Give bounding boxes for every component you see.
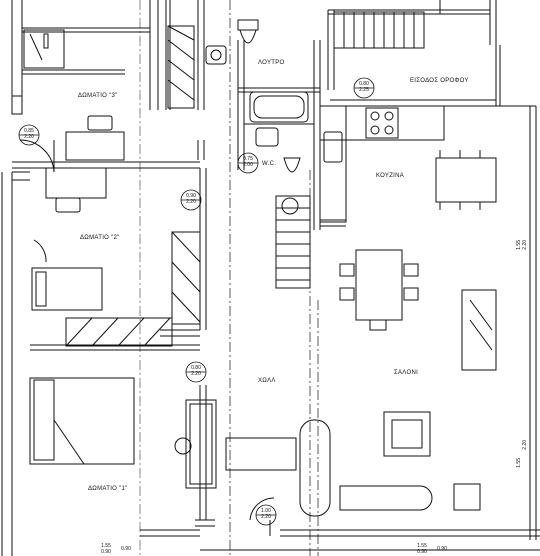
opening-tag-d1: 0.85 2.20: [19, 128, 39, 140]
hall-axis: [229, 0, 319, 556]
opening-tag-d3: 0.80 2.20: [186, 365, 206, 377]
window-height: 2.20: [522, 440, 528, 450]
wall-top-right: [328, 9, 490, 15]
toilet-wc: [283, 157, 301, 173]
wall-left-lower: [1, 172, 13, 556]
opening-width: 0.90: [186, 193, 196, 199]
desk-room2: [45, 167, 107, 199]
bottom-mark-left: 0.90: [121, 546, 131, 552]
wardrobe-room2-bottom: [65, 317, 173, 347]
window-width: 1.55: [417, 543, 427, 549]
bottom-mark-right: 0.90: [437, 546, 447, 552]
sofa-curve: [339, 485, 433, 511]
wall-room1-right: [199, 385, 207, 520]
window-height: 0.90: [101, 549, 111, 555]
window-tag-w2: 1.55: [516, 458, 522, 468]
kitchen-counter-side: [319, 105, 347, 223]
opening-width: 0.75: [243, 156, 253, 162]
window-width: 1.55: [516, 458, 522, 468]
wall-room3-bottom: [22, 69, 125, 75]
wall-left: [11, 0, 23, 110]
armchair: [383, 411, 431, 457]
wardrobe-room3: [167, 25, 195, 109]
hall-console: [299, 419, 331, 517]
wardrobe-room2-right: [171, 231, 201, 325]
label-room1: ΔΩΜΑΤΙΟ "1": [88, 486, 128, 492]
window-height: 2.20: [522, 240, 528, 250]
wall-bath-left: [237, 40, 245, 170]
opening-tag-d5: 0.75 2.00: [238, 156, 258, 168]
opening-tag-d4: 0.80 2.25: [354, 81, 374, 93]
fireplace: [461, 289, 497, 371]
label-living: ΣΑΛΟΝΙ: [394, 370, 419, 376]
bathtub: [249, 91, 309, 123]
opening-height: 2.20: [191, 371, 201, 377]
kitchen-table: [435, 157, 497, 203]
opening-width: 0.80: [191, 365, 201, 371]
wall-kitchen-left: [313, 170, 321, 230]
wall-top-room3: [22, 27, 150, 33]
label-wc: W.C.: [262, 161, 277, 167]
wall-bottom: [140, 529, 200, 537]
window-tag-w2-h: 2.20: [522, 440, 528, 450]
wall-mid-vertical: [197, 0, 205, 110]
side-table: [453, 483, 481, 511]
stairs-down: [275, 195, 311, 289]
kitchen-counter-top: [319, 105, 445, 141]
window-height: 0.90: [417, 549, 427, 555]
label-room3: ΔΩΜΑΤΙΟ "3": [78, 93, 118, 99]
opening-height: 2.25: [359, 87, 369, 93]
sink-bath: [205, 45, 227, 65]
sink-wc: [255, 127, 279, 147]
hall-bench: [225, 437, 297, 471]
label-bathroom: ΛΟΥΤΡΟ: [258, 60, 285, 66]
window-tag-w3: 1.55 0.90: [98, 543, 114, 555]
bed-room1: [29, 377, 135, 465]
opening-width: 1.00: [261, 508, 271, 514]
opening-tag-d2: 0.90 2.20: [181, 193, 201, 205]
label-room2: ΔΩΜΑΤΙΟ "2": [80, 235, 120, 241]
opening-width: 0.80: [359, 81, 369, 87]
opening-height: 2.00: [243, 162, 253, 168]
wall-room2-top: [12, 161, 200, 169]
wardrobe-room1: [185, 399, 217, 489]
lamp-room1: [174, 437, 192, 455]
bed-room3: [23, 29, 65, 69]
bed-room2: [31, 267, 103, 311]
stairs-up: [333, 11, 425, 49]
desk-room3: [65, 131, 125, 161]
opening-height: 2.20: [261, 514, 271, 520]
cooktop: [365, 107, 399, 139]
window-tag-w1-h: 2.20: [522, 240, 528, 250]
wall-room3-right: [149, 0, 159, 110]
dining-table: [355, 249, 403, 321]
wall-entrance-bottom: [330, 99, 496, 107]
wall-entrance-left: [327, 10, 335, 90]
window-tag-w4: 1.55 0.90: [414, 543, 430, 555]
door-room3: [19, 139, 55, 173]
label-entrance: ΕΙΣΟΔΟΣ ΟΡΟΦΟΥ: [410, 78, 469, 84]
opening-height: 2.20: [24, 134, 34, 140]
wall-bath-right: [313, 40, 321, 170]
toilet-bath: [237, 19, 259, 44]
wall-right: [529, 106, 537, 540]
opening-height: 2.20: [186, 199, 196, 205]
label-kitchen: ΚΟΥΖΙΝΑ: [376, 173, 405, 179]
opening-width: 0.85: [24, 128, 34, 134]
opening-tag-d6: 1.00 2.20: [256, 508, 276, 520]
label-hall: ΧΩΛΛ: [258, 378, 276, 384]
window-width: 1.55: [101, 543, 111, 549]
